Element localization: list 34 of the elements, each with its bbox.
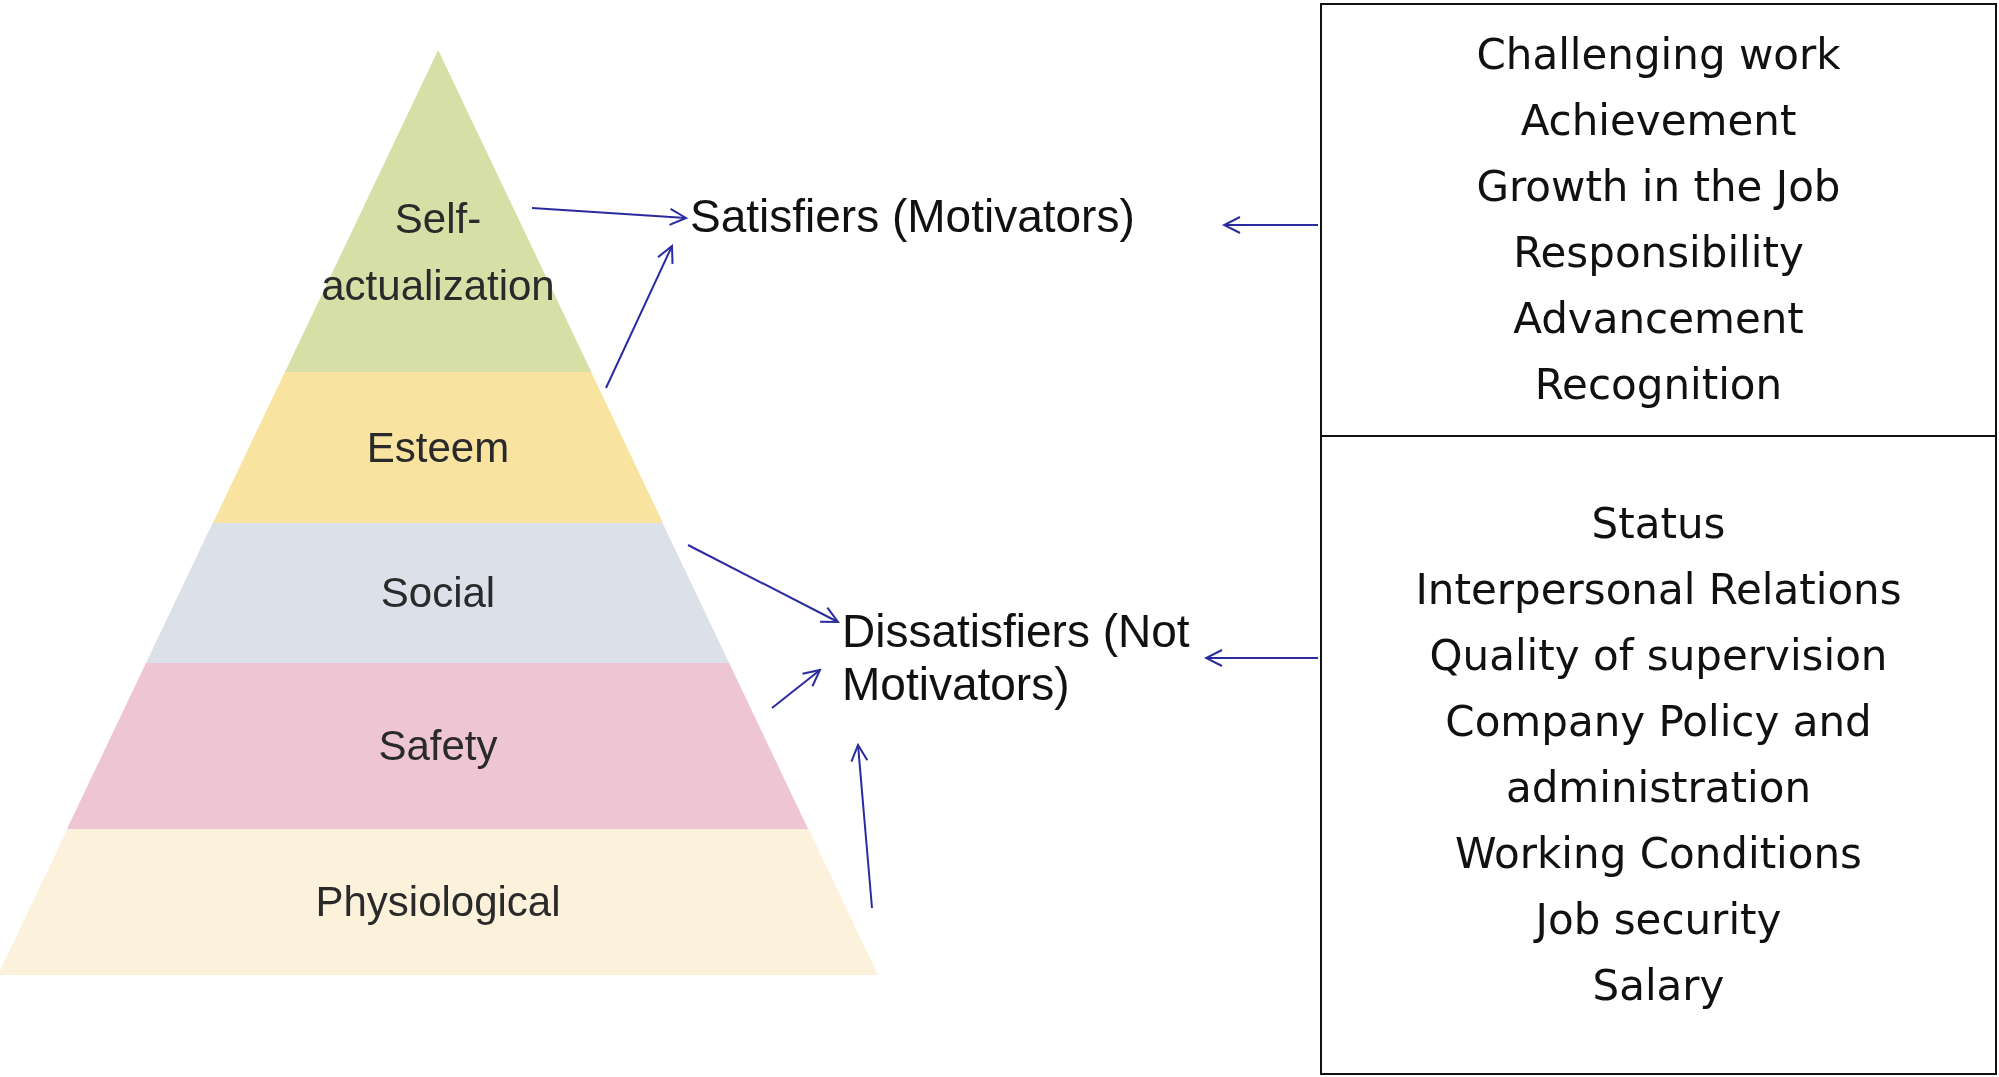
- list-item: Challenging work: [1476, 29, 1841, 81]
- list-item: Responsibility: [1513, 227, 1804, 279]
- pyramid-level: [146, 523, 730, 663]
- list-item: Interpersonal Relations: [1415, 564, 1902, 616]
- list-item: Growth in the Job: [1476, 161, 1841, 213]
- category-label: Satisfiers (Motivators): [690, 190, 1220, 243]
- list-box: [1320, 3, 1997, 437]
- list-item: Working Conditions: [1455, 828, 1862, 880]
- list-item: Recognition: [1534, 359, 1783, 411]
- list-item: Quality of supervision: [1429, 630, 1888, 682]
- arrow: [687, 544, 839, 623]
- arrow: [531, 207, 687, 226]
- arrow: [1223, 216, 1319, 234]
- level-label: Physiological: [314, 878, 562, 926]
- level-label: Social: [379, 569, 497, 617]
- list-item: Status: [1591, 498, 1726, 550]
- list-item: Advancement: [1513, 293, 1804, 345]
- pyramid-level: [67, 663, 809, 829]
- pyramid-level: [284, 50, 592, 372]
- level-label: Self-actualization: [320, 194, 556, 312]
- list-item: Achievement: [1520, 95, 1797, 147]
- pyramid-level: [0, 829, 878, 975]
- arrow: [1205, 649, 1319, 667]
- list-item: Company Policy and administration: [1444, 696, 1873, 814]
- arrow: [850, 744, 873, 909]
- arrow: [771, 669, 821, 709]
- list-item: Salary: [1592, 960, 1725, 1012]
- category-label: Dissatisfiers (Not Motivators): [842, 605, 1232, 711]
- list-item: Job security: [1535, 894, 1782, 946]
- level-label: Safety: [377, 722, 499, 770]
- level-label: Esteem: [365, 423, 511, 472]
- list-box: [1320, 435, 1997, 1075]
- pyramid-level: [213, 372, 663, 523]
- arrow: [605, 245, 674, 389]
